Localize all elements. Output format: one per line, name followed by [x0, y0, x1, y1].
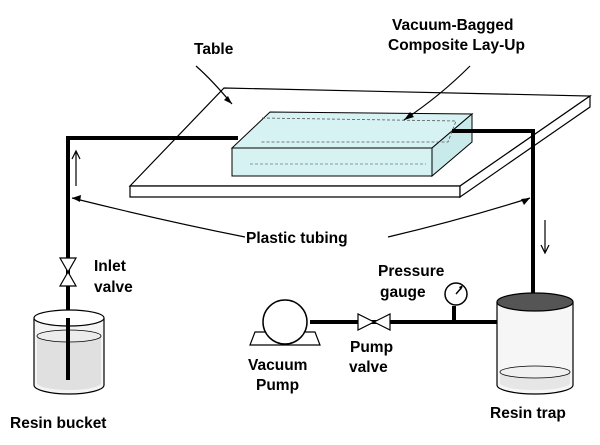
layup-front	[231, 147, 433, 177]
tubing	[66, 129, 535, 367]
resin-trap	[496, 292, 574, 395]
flow-up-arrow	[71, 149, 81, 186]
label-layup-line1: Vacuum-Bagged	[392, 17, 513, 34]
label-table: Table	[194, 41, 234, 58]
tubing-callout-right	[387, 197, 531, 238]
resin-bucket	[33, 309, 105, 395]
label-vacuum-line1: Vacuum	[248, 357, 307, 374]
label-pumpvalve-line2: valve	[349, 359, 388, 376]
layup-top	[230, 111, 474, 149]
callout-arrows	[71, 65, 531, 238]
inlet-tube	[66, 136, 238, 367]
label-resin-trap: Resin trap	[490, 405, 566, 422]
flow-down-arrow	[540, 220, 550, 255]
inlet-valve	[58, 257, 78, 287]
label-layup-line2: Composite Lay-Up	[388, 37, 525, 54]
label-plastic-tubing: Plastic tubing	[246, 230, 348, 247]
pressure-gauge	[444, 282, 468, 306]
labels: Table Vacuum-Bagged Composite Lay-Up Pla…	[10, 17, 566, 432]
label-resin-bucket: Resin bucket	[10, 415, 106, 432]
composite-layup	[230, 111, 474, 178]
tubing-callout-left	[71, 197, 246, 238]
label-inlet-line1: Inlet	[94, 258, 126, 275]
pump-valve	[357, 313, 391, 331]
label-pressure-line1: Pressure	[378, 263, 445, 280]
label-inlet-line2: valve	[94, 279, 133, 296]
vacuum-pump	[249, 299, 321, 346]
flow-arrows	[71, 149, 550, 255]
label-pressure-line2: gauge	[380, 284, 426, 301]
label-vacuum-line2: Pump	[256, 377, 299, 394]
table-side-edge	[459, 94, 591, 199]
table-front-edge	[129, 185, 461, 198]
outlet-tube	[452, 129, 535, 294]
pump-body	[262, 299, 308, 345]
label-pumpvalve-line1: Pump	[350, 339, 393, 356]
